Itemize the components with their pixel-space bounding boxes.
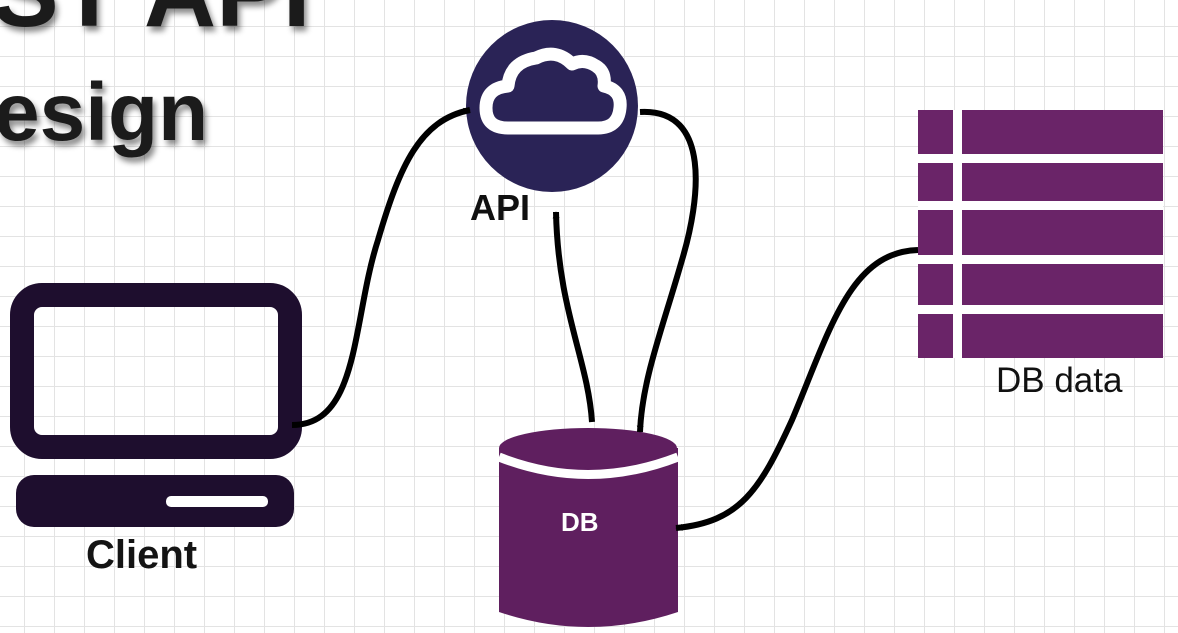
api-label: API <box>470 187 531 228</box>
arrow-api-to-db <box>636 108 699 433</box>
computer-icon <box>10 283 302 527</box>
arrow-client-to-api <box>291 107 471 428</box>
arrow-db-to-api <box>552 211 595 423</box>
client-label: Client <box>86 533 198 577</box>
db-label: DB <box>561 507 599 537</box>
title-line-2: esign <box>0 67 209 158</box>
arrow-dbdata-to-db <box>675 247 919 531</box>
cloud-icon <box>479 47 627 135</box>
table-icon <box>918 110 1163 358</box>
database-icon <box>497 428 680 627</box>
client-node <box>10 283 302 527</box>
db-data-label: DB data <box>996 361 1123 400</box>
api-node <box>466 20 638 192</box>
db-data-node <box>918 110 1163 358</box>
title-line-1: ST API <box>0 0 311 42</box>
db-node <box>497 428 680 627</box>
